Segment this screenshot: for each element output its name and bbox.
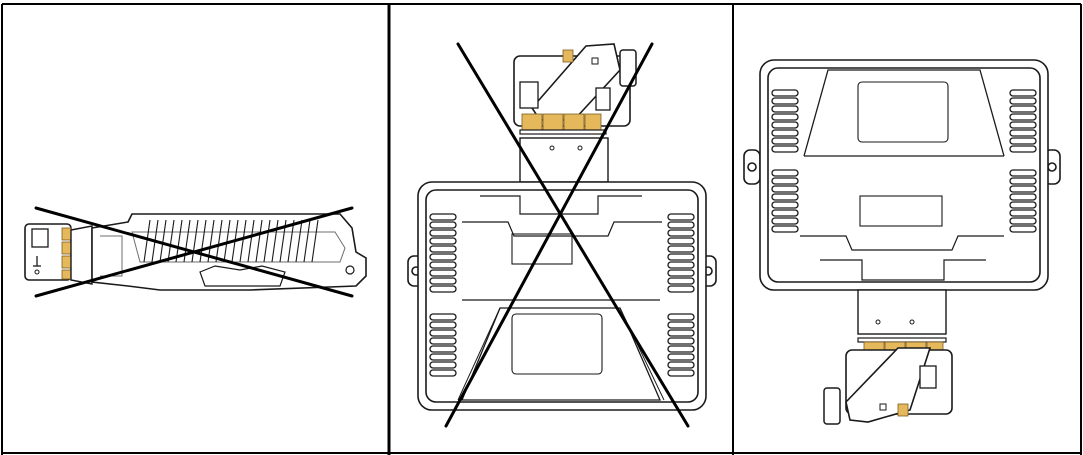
table-grid — [1, 3, 1082, 455]
housing-bottom-view — [743, 59, 1061, 291]
panel-side-view — [24, 206, 367, 298]
panel-connector-up — [407, 42, 717, 428]
housing-side — [91, 213, 367, 291]
connector-side — [24, 223, 93, 285]
cross-mark-icon — [444, 42, 690, 428]
housing-top-view — [407, 181, 717, 411]
panel-connector-down — [743, 59, 1061, 425]
cross-mark-icon — [34, 206, 354, 298]
connector-bottom — [823, 289, 953, 425]
connector-top — [513, 43, 637, 183]
